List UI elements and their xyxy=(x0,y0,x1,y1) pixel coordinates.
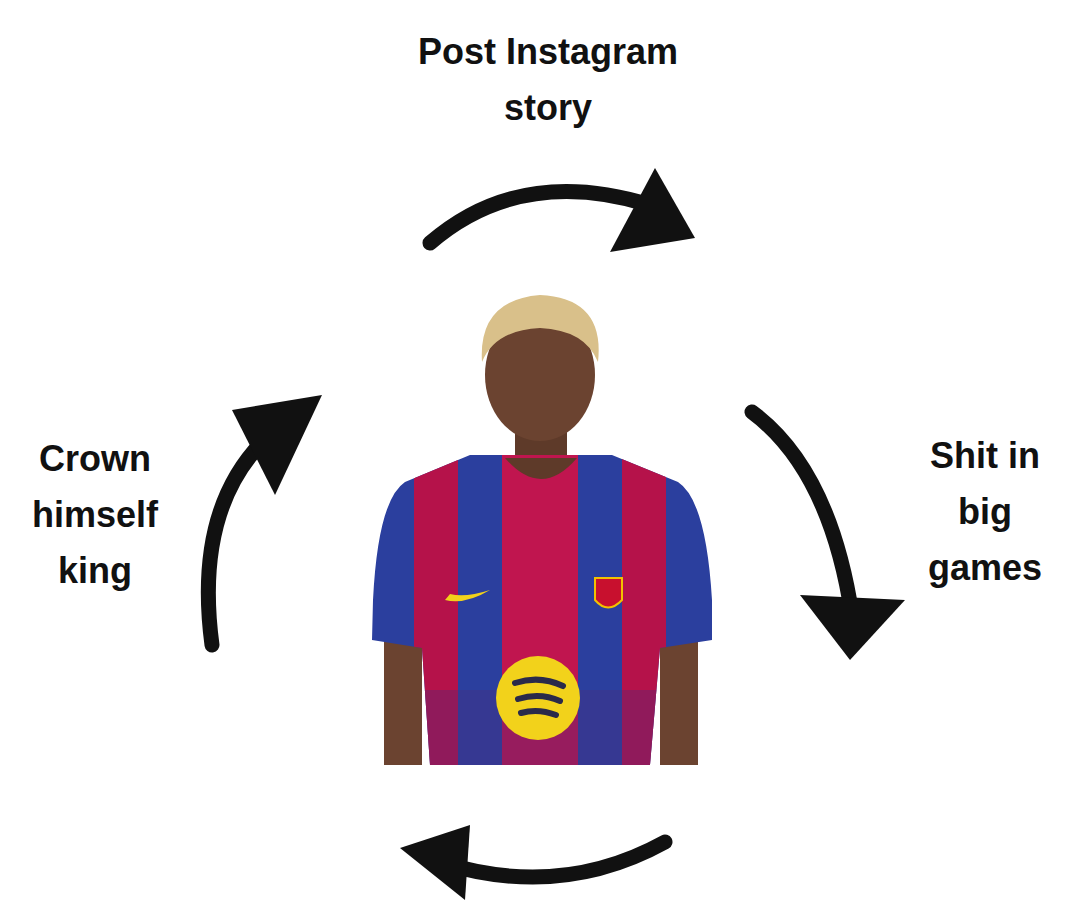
player-figure xyxy=(370,295,720,770)
step-label: Shit in big games xyxy=(923,428,1048,596)
arrow-head xyxy=(232,168,905,900)
cycle-arrow xyxy=(208,191,852,877)
step-label: Crown himself king xyxy=(23,431,168,599)
step-label: Post Instagram story xyxy=(403,24,693,136)
